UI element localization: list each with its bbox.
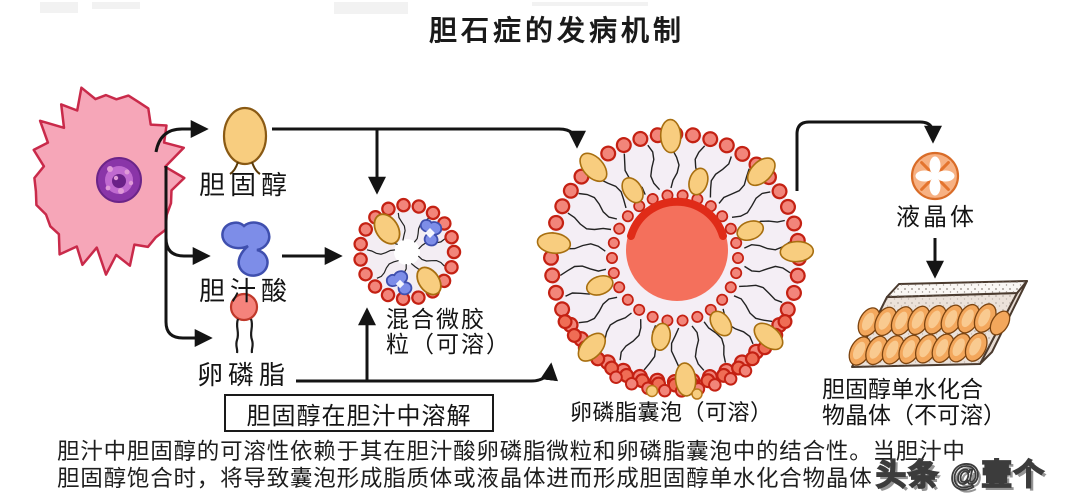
label-cholesterol: 胆固醇 xyxy=(199,170,293,200)
arrow-cell-to-bile-acid xyxy=(164,237,211,265)
label-liquid-crystal: 液晶体 xyxy=(896,204,977,231)
arrow-cell-to-cholesterol xyxy=(154,120,209,153)
label-mixed-micelle: 混合微胶 粒（可溶） xyxy=(386,306,511,357)
label-lecithin: 卵磷脂 xyxy=(197,360,291,390)
scan-artifact xyxy=(532,2,648,6)
arrow-lecithin-to-vesicle xyxy=(296,362,559,383)
liquid-crystal-icon xyxy=(910,151,960,201)
lecithin-icon xyxy=(229,292,259,354)
dissolve-box: 胆固醇在胆汁中溶解 xyxy=(224,394,494,432)
arrow-cholesterol-to-vesicle xyxy=(272,127,586,149)
vesicle-core xyxy=(626,199,728,301)
scan-artifact xyxy=(92,2,140,9)
mixed-micelle-illustration xyxy=(352,197,462,307)
arrow-vesicle-to-liquid-crystal xyxy=(795,120,942,191)
label-bile-acid: 胆汁酸 xyxy=(199,276,293,306)
scan-artifact xyxy=(40,2,78,13)
label-lecithin-vesicle: 卵磷脂囊泡（可溶） xyxy=(570,400,773,425)
figure-caption: 胆汁中胆固醇的可溶性依赖于其在胆汁酸卵磷脂微粒和卵磷脂囊泡中的结合性。当胆汁中 … xyxy=(57,439,966,491)
page-title: 胆石症的发病机制 xyxy=(429,15,686,46)
scan-artifact xyxy=(334,2,408,14)
watermark: 头条 @壹个医 xyxy=(875,458,1046,493)
bile-acid-icon xyxy=(221,221,271,277)
label-cholesterol-crystal: 胆固醇单水化合 物晶体（不可溶） xyxy=(822,376,1006,428)
cholesterol-crystal-illustration xyxy=(848,280,1028,368)
arrow-cell-to-lecithin xyxy=(164,166,213,347)
lecithin-vesicle-illustration xyxy=(536,118,815,400)
liver-cell-illustration xyxy=(32,86,186,276)
flow-arrows xyxy=(154,120,944,383)
cholesterol-icon xyxy=(222,106,268,175)
